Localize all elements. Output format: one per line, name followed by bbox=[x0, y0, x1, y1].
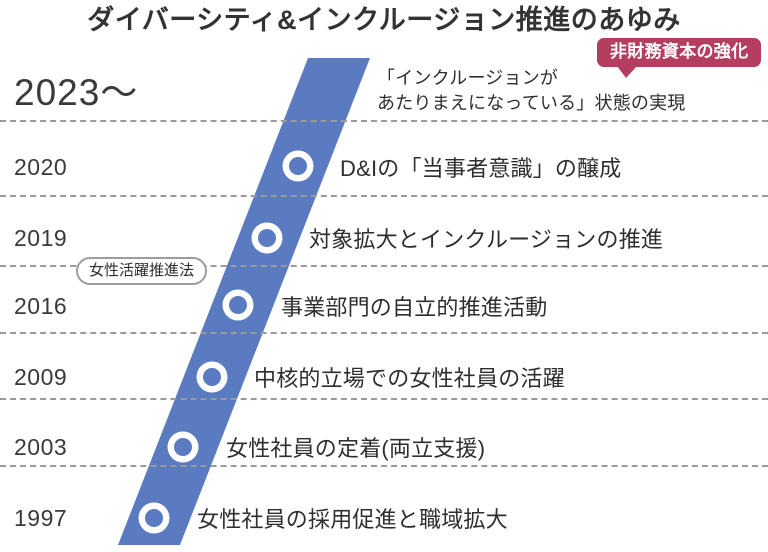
milestone-marker-group bbox=[138, 150, 314, 534]
milestone-marker-2020 bbox=[282, 150, 314, 182]
milestone-marker-2003 bbox=[167, 431, 199, 463]
year-label-2003: 2003 bbox=[14, 434, 68, 460]
milestone-marker-2009 bbox=[196, 361, 228, 393]
milestone-marker-2019 bbox=[251, 222, 283, 254]
event-text-2016: 事業部門の自立的推進活動 bbox=[281, 295, 548, 320]
event-text-2019: 対象拡大とインクルージョンの推進 bbox=[309, 227, 664, 252]
milestone-marker-2016-core bbox=[229, 296, 247, 314]
year-label-2020: 2020 bbox=[14, 154, 68, 180]
event-text-2020: D&Iの「当事者意識」の醸成 bbox=[340, 156, 622, 181]
year-label-1997: 1997 bbox=[14, 505, 68, 531]
milestone-marker-2019-core bbox=[258, 229, 276, 247]
row-separator-3 bbox=[0, 265, 768, 267]
annotation-pill-womens-act: 女性活躍推進法 bbox=[76, 257, 208, 286]
milestone-marker-2020-core bbox=[289, 157, 307, 175]
badge-tail-icon bbox=[617, 66, 637, 78]
year-label-2016: 2016 bbox=[14, 293, 68, 319]
row-separator-2 bbox=[0, 195, 768, 197]
row-separator-1 bbox=[0, 120, 768, 122]
event-text-2003: 女性社員の定着(両立支援) bbox=[226, 436, 486, 461]
row-separator-5 bbox=[0, 398, 768, 400]
milestone-marker-2016 bbox=[222, 289, 254, 321]
year-label-2009: 2009 bbox=[14, 364, 68, 390]
event-text-1997: 女性社員の採用促進と職域拡大 bbox=[197, 507, 508, 532]
year-label-2019: 2019 bbox=[14, 225, 68, 251]
row-separator-6 bbox=[0, 465, 768, 467]
event-text-2023-line2: あたりまえになっている」状態の実現 bbox=[377, 92, 686, 113]
page-title: ダイバーシティ&インクルージョン推進のあゆみ bbox=[87, 5, 681, 35]
milestone-marker-2003-core bbox=[174, 438, 192, 456]
year-label-2023: 2023〜 bbox=[14, 72, 139, 113]
event-text-2023: 「インクルージョンが あたりまえになっている」状態の実現 bbox=[377, 66, 686, 116]
milestone-marker-1997-core bbox=[145, 509, 163, 527]
event-text-2009: 中核的立場での女性社員の活躍 bbox=[254, 366, 565, 391]
status-badge-nonfinancial-capital: 非財務資本の強化 bbox=[597, 38, 762, 68]
milestone-marker-2009-core bbox=[203, 368, 221, 386]
milestone-marker-1997 bbox=[138, 502, 170, 534]
event-text-2023-line1: 「インクルージョンが bbox=[377, 68, 559, 88]
row-separator-4 bbox=[0, 332, 768, 334]
